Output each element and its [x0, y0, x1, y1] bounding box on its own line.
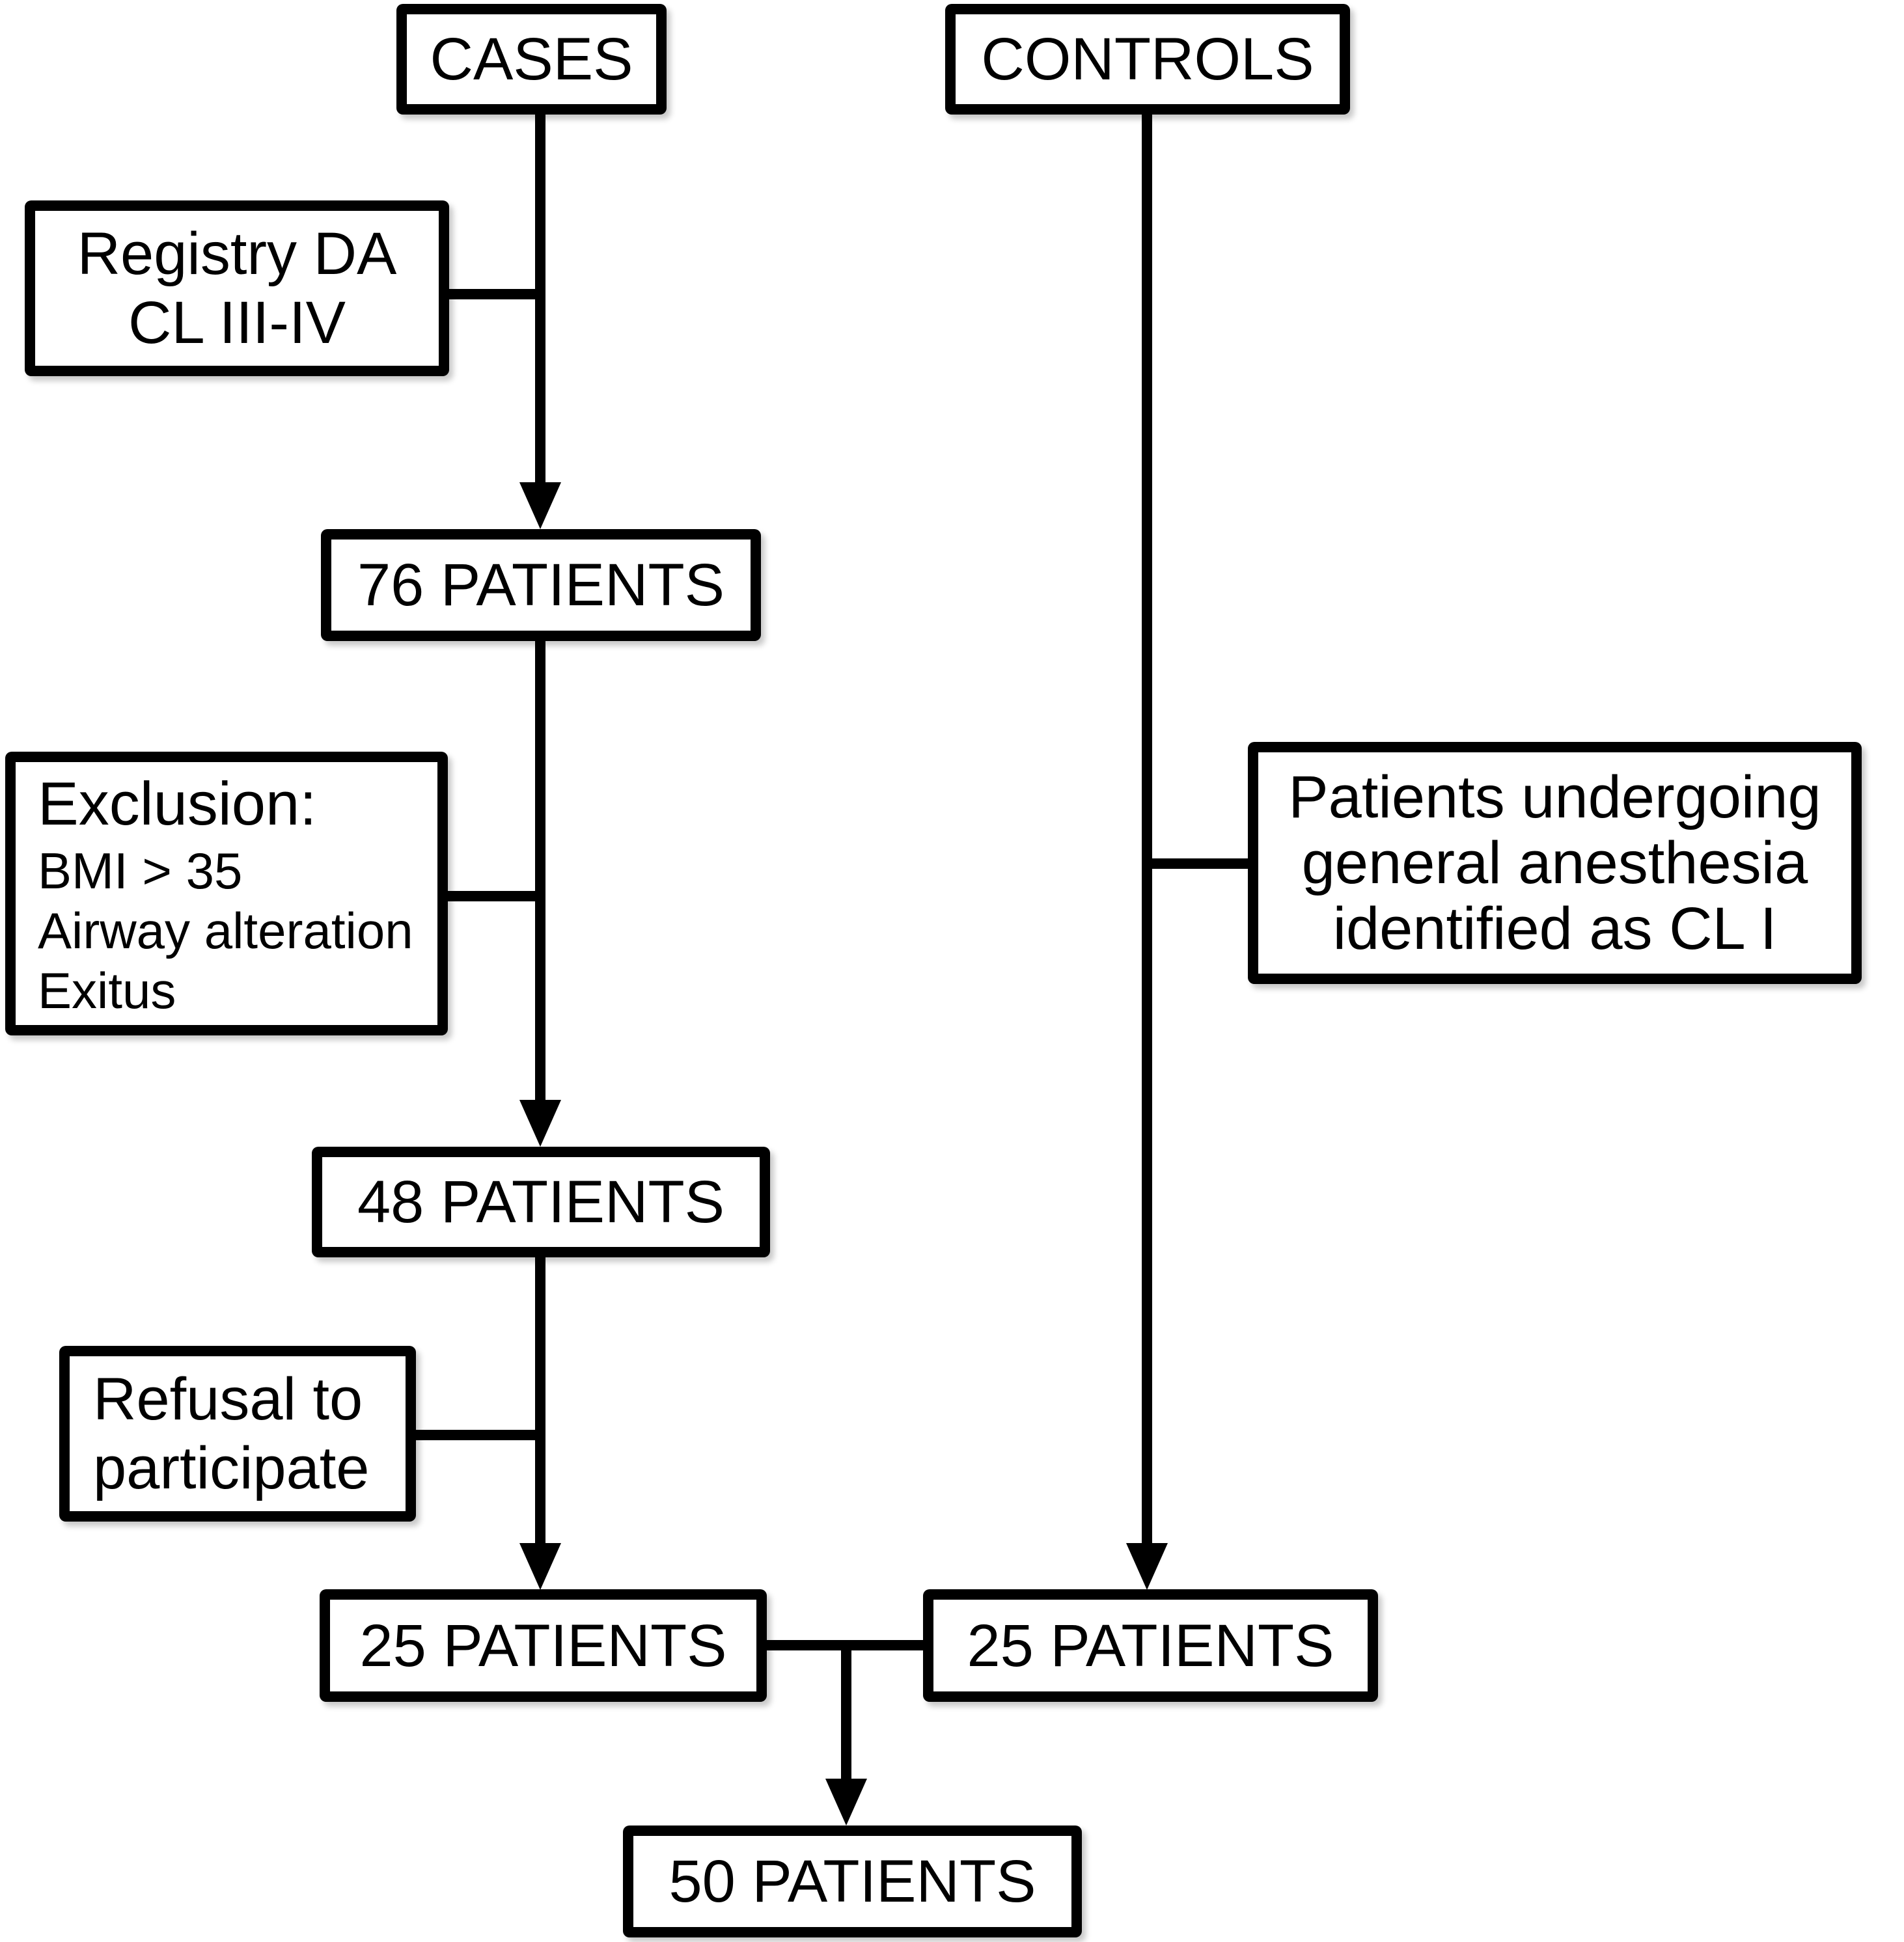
arrow-down-icon	[825, 1779, 867, 1826]
arrow-down-icon	[1126, 1543, 1168, 1590]
node-controls-criteria: Patients undergoing general anesthesia i…	[1248, 742, 1862, 984]
node-76-patients-label: 76 PATIENTS	[357, 552, 725, 618]
node-cases: CASES	[396, 4, 667, 115]
node-controls-criteria-line: Patients undergoing	[1288, 763, 1821, 830]
node-registry-line: Registry DA	[77, 221, 397, 287]
node-controls-label: CONTROLS	[981, 26, 1314, 92]
node-refusal-line: Refusal to	[93, 1366, 363, 1432]
arrow-down-icon	[519, 482, 561, 529]
connector-exclusion-branch	[448, 891, 545, 901]
arrow-down-icon	[519, 1543, 561, 1590]
node-48-patients-label: 48 PATIENTS	[357, 1169, 725, 1235]
node-exclusion-criteria: Exclusion: BMI > 35 Airway alteration Ex…	[5, 752, 448, 1035]
node-25-patients-controls: 25 PATIENTS	[923, 1589, 1378, 1702]
connector-join-to-50	[841, 1640, 851, 1785]
node-refusal-line: participate	[93, 1435, 370, 1501]
node-cases-label: CASES	[430, 26, 633, 92]
exclusion-item: Exitus	[38, 962, 176, 1019]
node-registry-da-cl: Registry DA CL III-IV	[25, 200, 449, 376]
connector-48-to-25	[535, 1255, 545, 1548]
node-48-patients: 48 PATIENTS	[312, 1147, 770, 1257]
node-controls: CONTROLS	[945, 4, 1350, 115]
connector-cases-to-76	[535, 111, 545, 488]
node-76-patients: 76 PATIENTS	[321, 529, 761, 641]
node-registry-line: CL III-IV	[128, 290, 346, 356]
node-refusal-to-participate: Refusal to participate	[59, 1346, 416, 1522]
node-50-patients-label: 50 PATIENTS	[669, 1848, 1036, 1915]
connector-76-to-48	[535, 638, 545, 1105]
exclusion-item: BMI > 35	[38, 842, 243, 899]
node-controls-criteria-line: identified as CL I	[1332, 895, 1777, 962]
node-25-patients-cases-label: 25 PATIENTS	[359, 1612, 727, 1679]
connector-refusal-branch	[416, 1430, 545, 1440]
connector-registry-branch	[449, 289, 545, 299]
arrow-down-icon	[519, 1100, 561, 1147]
exclusion-item: Airway alteration	[38, 902, 413, 959]
node-25-patients-controls-label: 25 PATIENTS	[967, 1612, 1334, 1679]
node-25-patients-cases: 25 PATIENTS	[320, 1589, 767, 1702]
node-controls-criteria-line: general anesthesia	[1301, 829, 1808, 896]
node-50-patients: 50 PATIENTS	[623, 1826, 1082, 1937]
exclusion-heading: Exclusion:	[38, 769, 317, 838]
connector-controls-to-25	[1142, 112, 1152, 1548]
connector-controls-criteria-branch	[1147, 858, 1248, 869]
